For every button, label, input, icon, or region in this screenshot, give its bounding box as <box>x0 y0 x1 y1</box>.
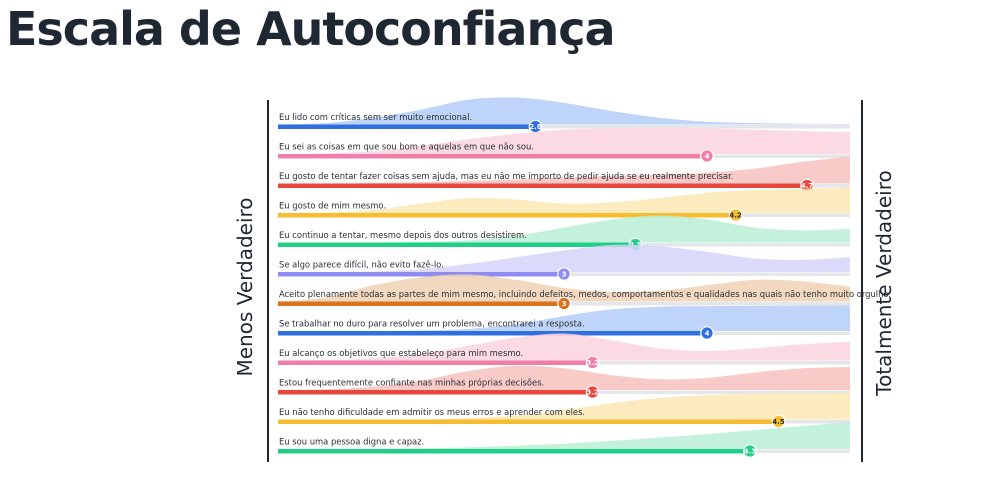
value-bar <box>278 419 779 424</box>
statement-label: Estou frequentemente confiante nas minha… <box>279 378 544 388</box>
density-ridge <box>278 392 850 420</box>
density-ridge <box>278 333 850 361</box>
value-bar <box>278 213 736 218</box>
value-bar <box>278 331 707 336</box>
value-marker <box>700 149 714 163</box>
value-marker <box>585 385 600 399</box>
value-bar <box>278 301 564 306</box>
chart-row: Se trabalhar no duro para resolver um pr… <box>278 305 850 340</box>
statement-label: Eu lido com críticas sem ser muito emoci… <box>279 112 472 122</box>
value-label: 3.2 <box>586 359 599 367</box>
value-marker <box>585 355 600 370</box>
chart-row: Eu gosto de mim mesmo. 4.2 <box>278 187 850 222</box>
page-title: Escala de Autoconfiança <box>6 2 616 56</box>
chart-row: Aceito plenamente todas as partes de mim… <box>278 274 891 311</box>
statement-label: Eu sei as coisas em que sou bom e aquela… <box>279 142 534 152</box>
value-label: 3.5 <box>629 241 642 249</box>
density-ridge <box>278 244 850 273</box>
left-axis-label: Menos Verdadeiro <box>233 197 257 376</box>
value-bar <box>278 449 750 454</box>
density-ridge <box>278 156 850 184</box>
density-ridge <box>278 97 850 125</box>
value-marker <box>557 267 571 281</box>
density-ridge <box>278 127 850 154</box>
value-bar <box>278 242 636 247</box>
value-label: 3.2 <box>586 389 599 397</box>
right-axis-label: Totalmente Verdadeiro <box>872 170 896 397</box>
value-marker <box>700 326 714 340</box>
value-bar <box>278 124 536 129</box>
chart-row: Eu continuo a tentar, mesmo depois dos o… <box>278 215 850 252</box>
value-label: 4 <box>705 330 710 338</box>
value-bar <box>278 272 564 277</box>
value-label: 4.5 <box>772 418 785 426</box>
statement-label: Aceito plenamente todas as partes de mim… <box>279 289 891 299</box>
value-label: 4.2 <box>729 212 742 220</box>
statement-label: Se trabalhar no duro para resolver um pr… <box>279 319 585 329</box>
value-marker <box>728 208 743 222</box>
value-label: 4.7 <box>801 182 814 190</box>
value-bar <box>278 154 707 159</box>
value-label: 4 <box>705 153 710 161</box>
chart-row: Eu gosto de tentar fazer coisas sem ajud… <box>278 156 850 193</box>
chart-row: Eu sou uma pessoa digna e capaz. 4.3 <box>278 422 850 458</box>
value-marker <box>771 414 786 429</box>
chart-row: Eu lido com críticas sem ser muito emoci… <box>278 97 850 134</box>
density-ridge <box>278 422 850 450</box>
density-ridge <box>278 187 850 213</box>
statement-label: Eu não tenho dificuldade em admitir os m… <box>279 407 585 417</box>
density-ridge <box>278 305 850 332</box>
value-marker <box>743 444 757 458</box>
density-ridge <box>278 274 850 302</box>
value-label: 3 <box>562 271 567 279</box>
density-ridge <box>278 215 850 243</box>
value-bar <box>278 360 593 365</box>
density-ridge <box>278 365 850 390</box>
bar-track <box>278 125 850 129</box>
value-label: 4.3 <box>744 448 757 456</box>
statement-label: Se algo parece difícil, não evito fazê-l… <box>279 260 444 270</box>
statement-label: Eu gosto de tentar fazer coisas sem ajud… <box>279 171 733 181</box>
value-bar <box>278 390 593 395</box>
statement-label: Eu sou uma pessoa digna e capaz. <box>279 437 424 447</box>
value-label: 3 <box>562 300 567 308</box>
chart-rows: Eu lido com críticas sem ser muito emoci… <box>278 97 891 458</box>
value-label: 2.8 <box>529 123 542 131</box>
value-bar <box>278 183 808 188</box>
chart-row: Eu alcanço os objetivos que estabeleço p… <box>278 333 850 370</box>
chart-row: Eu sei as coisas em que sou bom e aquela… <box>278 127 850 163</box>
statement-label: Eu alcanço os objetivos que estabeleço p… <box>279 348 523 358</box>
statement-label: Eu continuo a tentar, mesmo depois dos o… <box>279 230 527 240</box>
chart-row: Eu não tenho dificuldade em admitir os m… <box>278 392 850 429</box>
chart-row: Se algo parece difícil, não evito fazê-l… <box>278 244 850 281</box>
value-marker <box>557 296 571 311</box>
statement-label: Eu gosto de mim mesmo. <box>279 201 386 211</box>
chart-row: Estou frequentemente confiante nas minha… <box>278 365 850 399</box>
